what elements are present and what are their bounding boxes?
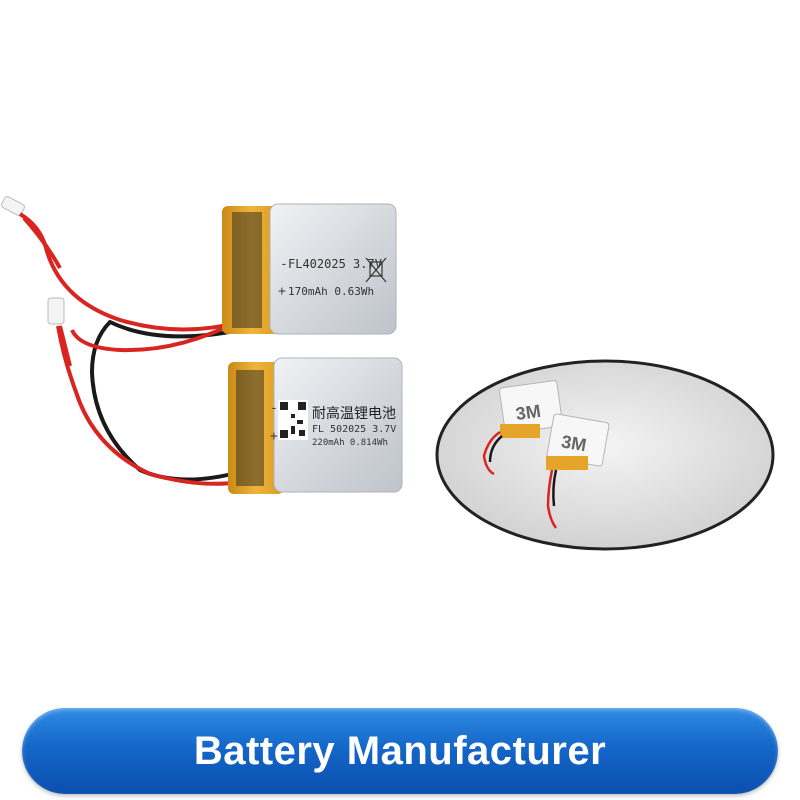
battery-bottom-plus: + (270, 429, 278, 444)
battery-bottom-capacity: 220mAh 0.814Wh (312, 438, 388, 448)
battery-top-plus: + (278, 284, 286, 299)
sticker-label-1: 3M (514, 401, 542, 424)
recycle-bin-icon (365, 257, 387, 283)
banner-label: Battery Manufacturer (193, 728, 607, 773)
qr-code-icon (278, 400, 308, 440)
battery-bottom-title: 耐高温锂电池 (312, 405, 396, 422)
battery-bottom-model: FL 502025 3.7V (312, 424, 396, 435)
sticker-label-2: 3M (560, 431, 588, 455)
product-photo: - FL402025 3.7V + 170mAh 0.63Wh - + 耐高温锂… (1, 196, 775, 551)
battery-top: - FL402025 3.7V + 170mAh 0.63Wh (222, 203, 397, 335)
battery-top-minus: - (280, 257, 288, 272)
banner: Battery Manufacturer (22, 708, 778, 794)
battery-bottom: - + 耐高温锂电池 FL 502025 3.7V 220mAh 0.814Wh (228, 357, 403, 494)
wires (1, 196, 241, 486)
battery-bottom-minus: - (270, 401, 278, 416)
battery-top-model: FL402025 3.7V (288, 257, 382, 271)
battery-top-capacity: 170mAh 0.63Wh (288, 285, 374, 298)
inset-photo: 3M 3M (435, 359, 775, 551)
